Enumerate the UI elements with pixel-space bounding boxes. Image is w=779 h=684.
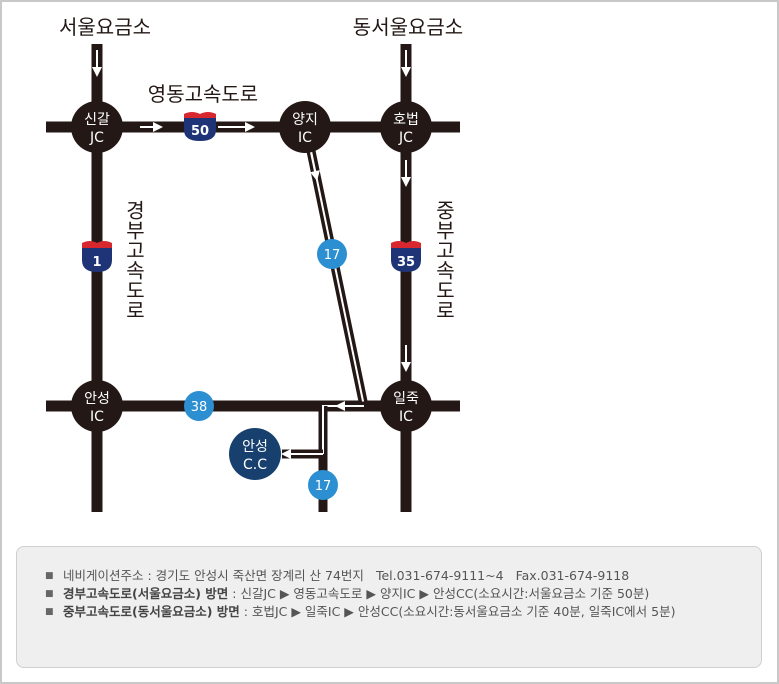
- road-label-yeongdong: 영동고속도로: [148, 82, 258, 106]
- node-yangji-name: 양지: [292, 112, 318, 128]
- route-17-lower-marker: 17: [308, 470, 338, 500]
- direction-arrows: [92, 50, 411, 411]
- route-17-upper-marker: 17: [317, 239, 347, 269]
- node-anseong-type: IC: [90, 409, 104, 425]
- shield-gyeongbu-icon: 1: [82, 241, 112, 272]
- bullet-icon: ■: [45, 589, 54, 599]
- node-singal-jc: 신갈 JC: [71, 101, 123, 153]
- node-anseong-ic: 안성 IC: [71, 380, 123, 432]
- shield-yeongdong-icon: 50: [184, 112, 216, 141]
- destination-cc-name: 안성: [242, 439, 268, 455]
- node-hobeop-type: JC: [398, 130, 413, 146]
- route-38-number: 38: [191, 400, 208, 415]
- jungbu-route-text: : 호법JC ▶ 일죽IC ▶ 안성CC(소요시간:동서울요금소 기준 40분,…: [239, 604, 676, 619]
- destination-anseong-cc: 안성 C.C: [229, 428, 281, 480]
- route-17-lower-number: 17: [315, 479, 332, 494]
- node-hobeop-name: 호법: [393, 112, 419, 128]
- tel-text: Tel.031-674-9111~4: [375, 568, 504, 583]
- gyeongbu-route-text: : 신갈JC ▶ 영동고속도로 ▶ 양지IC ▶ 안성CC(소요시간:서울요금소…: [228, 586, 650, 601]
- node-iljuk-ic: 일죽 IC: [380, 380, 432, 432]
- list-item-gyeongbu-route: ■ 경부고속도로(서울요금소) 방면 : 신갈JC ▶ 영동고속도로 ▶ 양지I…: [45, 585, 739, 603]
- shield-gyeongbu-number: 1: [92, 255, 101, 270]
- node-hobeop-jc: 호법 JC: [380, 101, 432, 153]
- shield-yeongdong-number: 50: [191, 124, 209, 139]
- bullet-icon: ■: [45, 571, 54, 581]
- tollgate-dongseoul-label: 동서울요금소: [353, 15, 463, 39]
- shield-jungbu-icon: 35: [391, 241, 421, 272]
- jungbu-route-heading: 중부고속도로(동서울요금소) 방면: [63, 604, 240, 619]
- route-map: 서울요금소 동서울요금소 영동고속도로 경부고속도로 중부고속도로 50: [46, 15, 463, 512]
- node-anseong-name: 안성: [84, 391, 110, 407]
- bullet-icon: ■: [45, 607, 54, 617]
- approach-routes: [281, 126, 406, 512]
- node-iljuk-name: 일죽: [393, 391, 419, 407]
- node-yangji-type: IC: [298, 130, 312, 146]
- route-38-marker: 38: [184, 391, 214, 421]
- directions-list: ■ 네비게이션주소 : 경기도 안성시 죽산면 장계리 산 74번지 Tel.03…: [45, 567, 739, 621]
- node-singal-name: 신갈: [84, 112, 110, 128]
- destination-cc-type: C.C: [243, 457, 267, 473]
- node-iljuk-type: IC: [399, 409, 413, 425]
- shield-jungbu-number: 35: [397, 255, 415, 270]
- list-item-jungbu-route: ■ 중부고속도로(동서울요금소) 방면 : 호법JC ▶ 일죽IC ▶ 안성CC…: [45, 603, 739, 621]
- node-singal-type: JC: [89, 130, 104, 146]
- road-label-gyeongbu: 경부고속도로: [122, 200, 146, 320]
- fax-text: Fax.031-674-9118: [515, 568, 630, 583]
- list-item-address: ■ 네비게이션주소 : 경기도 안성시 죽산면 장계리 산 74번지 Tel.03…: [45, 567, 739, 585]
- route-17-upper-number: 17: [324, 248, 341, 263]
- tollgate-seoul-label: 서울요금소: [59, 15, 151, 39]
- directions-info-box: ■ 네비게이션주소 : 경기도 안성시 죽산면 장계리 산 74번지 Tel.03…: [16, 546, 762, 668]
- address-text: 네비게이션주소 : 경기도 안성시 죽산면 장계리 산 74번지: [63, 568, 364, 583]
- gyeongbu-route-heading: 경부고속도로(서울요금소) 방면: [63, 586, 229, 601]
- node-yangji-ic: 양지 IC: [279, 101, 331, 153]
- road-label-jungbu: 중부고속도로: [432, 200, 456, 320]
